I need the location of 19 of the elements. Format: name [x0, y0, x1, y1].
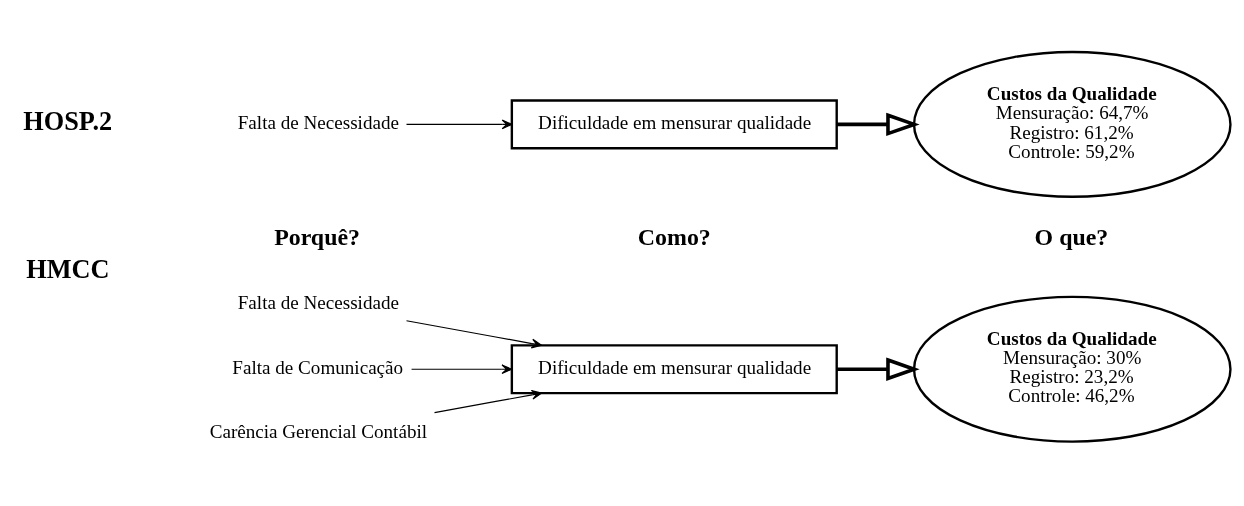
label: O que?	[1034, 223, 1109, 250]
arrow	[836, 112, 920, 136]
arrow	[410, 363, 513, 374]
node-ellipse: Custos da Qualidade Mensuração: 64,7% Registro: 61,2% Controle: 59,2%	[912, 50, 1232, 198]
arrow	[433, 389, 543, 413]
node-text: Falta de Necessidade	[237, 291, 399, 313]
node-ellipse: Custos da Qualidade Mensuração: 30% Registro: 23,2% Controle: 46,2%	[912, 295, 1232, 443]
arrow	[405, 119, 513, 129]
node-text: Carência Gerencial Contábil	[209, 420, 428, 442]
node-box: Dificuldade em mensurar qualidade	[510, 98, 838, 149]
label: Como?	[637, 223, 711, 250]
node-box: Dificuldade em mensurar qualidade	[510, 343, 838, 394]
node-text: Falta de Necessidade	[237, 111, 399, 133]
label: HMCC	[26, 254, 110, 284]
node-text: Falta de Comunicação	[232, 356, 404, 378]
label: HOSP.2	[23, 106, 113, 136]
arrow	[405, 319, 543, 348]
arrow	[836, 357, 920, 381]
label: Porquê?	[274, 223, 360, 250]
